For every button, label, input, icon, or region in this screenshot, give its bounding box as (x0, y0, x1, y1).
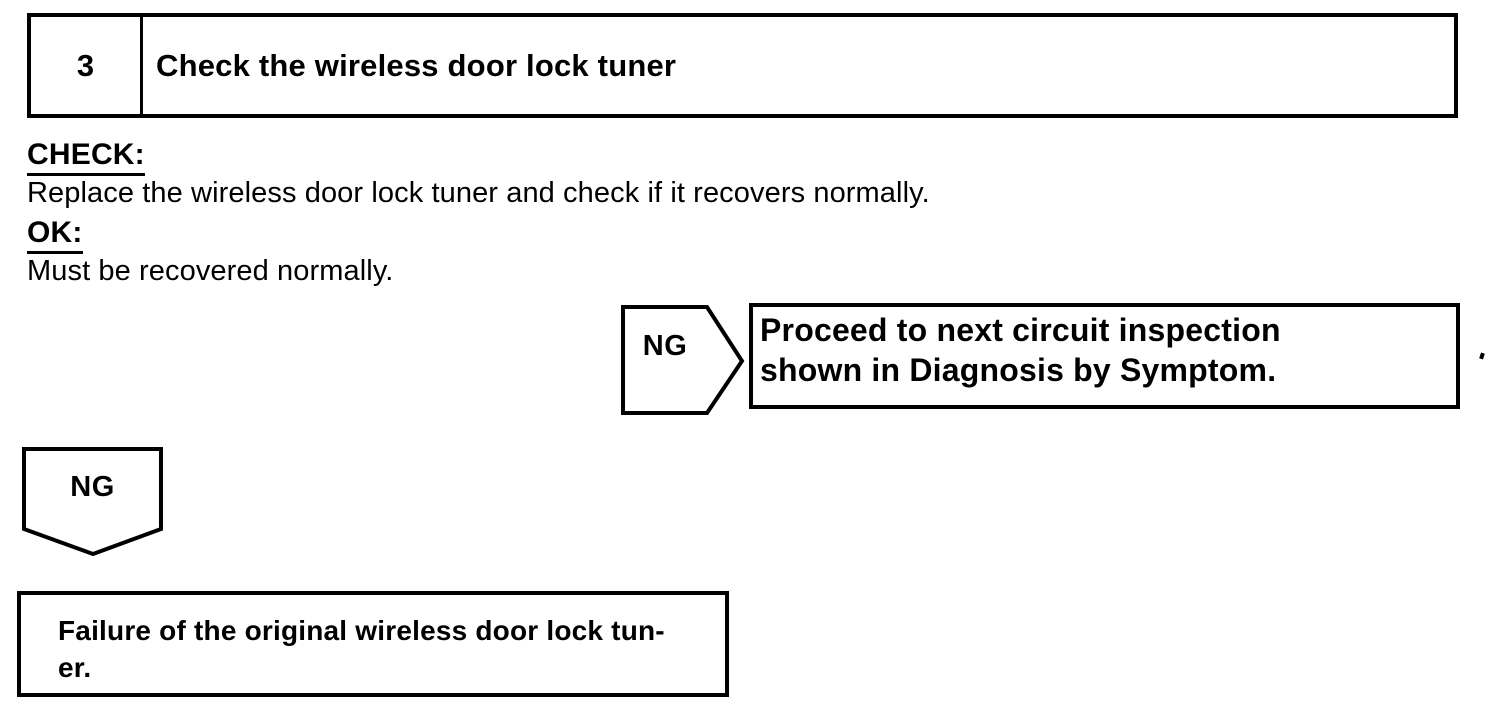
ng-down-result-box: Failure of the original wireless door lo… (17, 591, 729, 697)
step-title: Check the wireless door lock tuner (156, 47, 677, 83)
result-text-line: er. (58, 652, 92, 683)
step-header-table: 3 Check the wireless door lock tuner (27, 13, 1458, 118)
check-instruction: Replace the wireless door lock tuner and… (27, 177, 930, 209)
ng-connector-right: NG (621, 305, 745, 415)
result-text-line: shown in Diagnosis by Symptom. (760, 352, 1277, 388)
ok-label: OK: (27, 216, 83, 254)
check-label-text: CHECK: (27, 138, 145, 176)
ng-right-label: NG (642, 330, 688, 362)
check-label: CHECK: (27, 138, 145, 176)
ng-right-arrow-icon (621, 305, 745, 415)
result-text-line: Failure of the original wireless door lo… (58, 615, 665, 646)
ok-criteria: Must be recovered normally. (27, 255, 394, 287)
step-number: 3 (31, 17, 143, 114)
scan-speck (1479, 352, 1485, 360)
result-text-line: Proceed to next circuit inspection (760, 312, 1281, 348)
ok-label-text: OK: (27, 216, 83, 254)
ng-down-label: NG (70, 471, 115, 503)
ng-right-result-box: Proceed to next circuit inspection shown… (749, 303, 1460, 409)
ng-connector-down: NG (22, 447, 164, 557)
ng-down-arrow-icon (22, 447, 163, 557)
